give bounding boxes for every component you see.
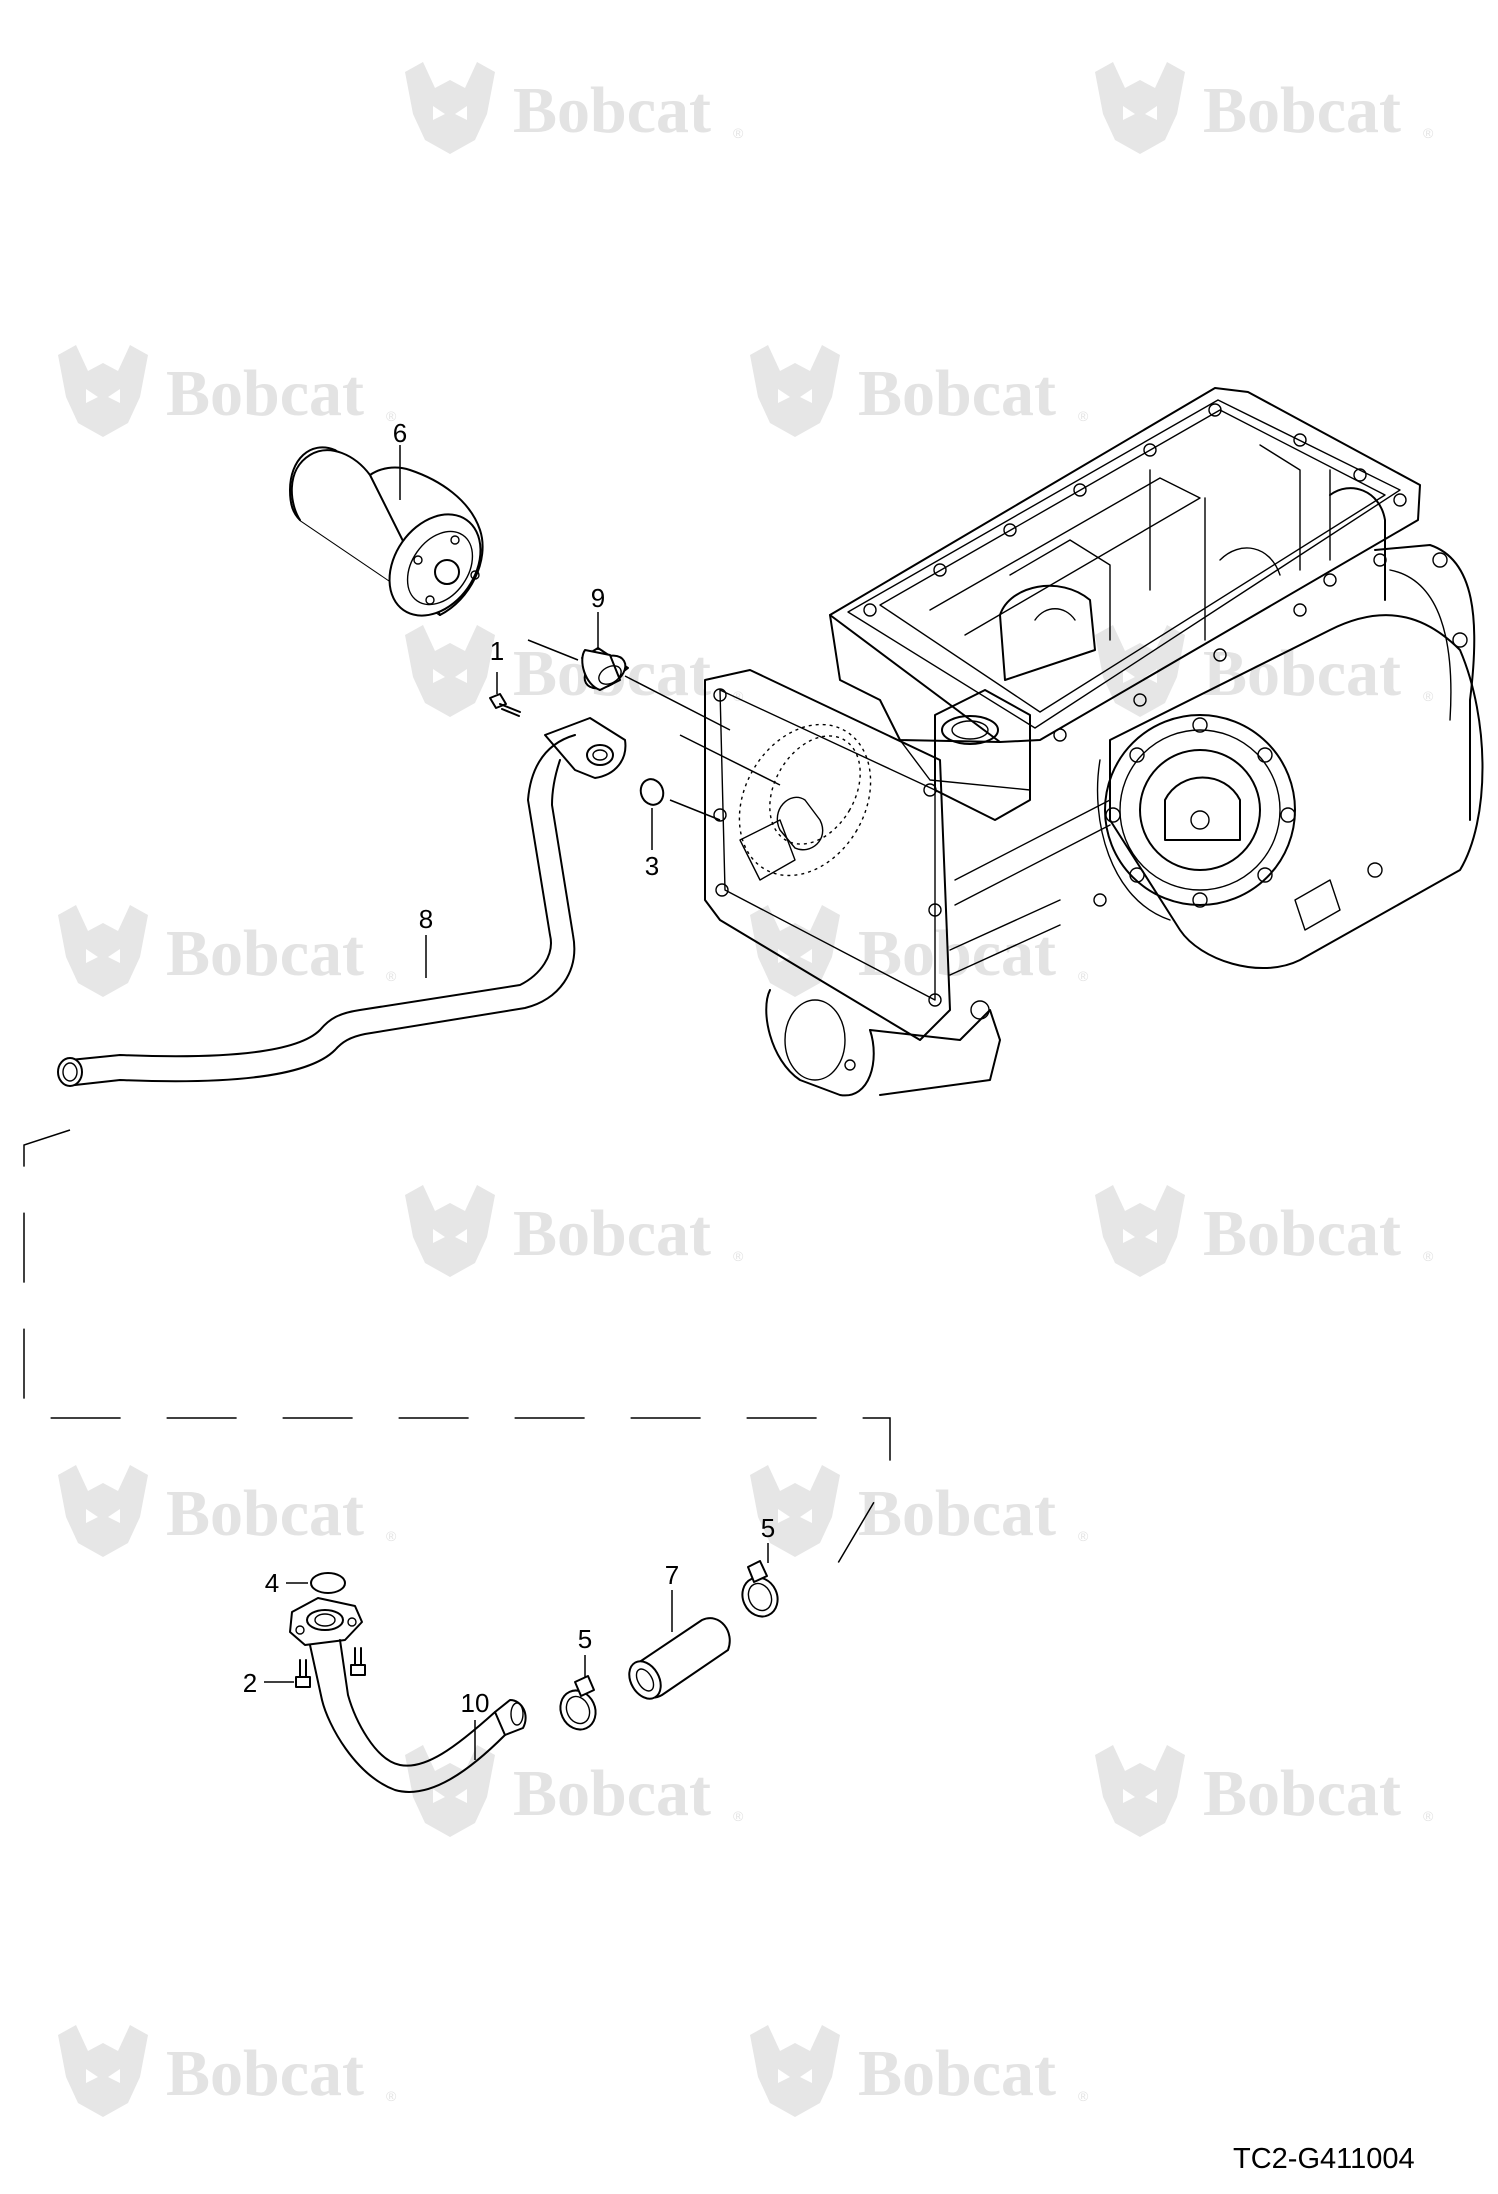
callout-labels: 6 9 1 3 8 5 7 4 5 2 10: [243, 418, 775, 1718]
svg-text:®: ®: [1423, 1248, 1434, 1264]
callout-6: 6: [393, 418, 407, 448]
svg-text:®: ®: [1078, 408, 1089, 424]
suction-pipe-lower: [289, 1597, 527, 1793]
hex-bolt: [489, 693, 521, 717]
svg-text:Bobcat: Bobcat: [1203, 637, 1401, 710]
callout-2: 2: [243, 1668, 257, 1698]
svg-text:®: ®: [733, 1248, 744, 1264]
bobcat-watermark: Bobcat ®: [1095, 1745, 1434, 1837]
svg-text:®: ®: [1423, 688, 1434, 704]
svg-text:®: ®: [1423, 125, 1434, 141]
bobcat-watermark: Bobcat ®: [1095, 62, 1434, 154]
svg-text:®: ®: [733, 1808, 744, 1824]
svg-text:Bobcat: Bobcat: [1203, 74, 1401, 147]
bobcat-watermark-layer: Bobcat® Bobcat® Bobcat® Bobcat® Bobcat® …: [58, 62, 1434, 2117]
leader-lines: [264, 445, 781, 1760]
svg-text:®: ®: [386, 1528, 397, 1544]
svg-text:®: ®: [733, 688, 744, 704]
svg-text:®: ®: [386, 2088, 397, 2104]
bobcat-watermark: Bobcat ®: [405, 62, 744, 154]
transmission-case-housing: [704, 387, 1484, 1097]
bobcat-watermark: Bobcat ®: [58, 345, 397, 437]
svg-text:Bobcat: Bobcat: [166, 1477, 364, 1550]
bobcat-watermark: Bobcat ®: [750, 2025, 1089, 2117]
callout-5-upper: 5: [761, 1513, 775, 1543]
svg-text:Bobcat: Bobcat: [166, 2037, 364, 2110]
pipe-connection-dashed-line: [23, 1129, 891, 1564]
callout-8: 8: [419, 904, 433, 934]
svg-text:®: ®: [733, 125, 744, 141]
bobcat-watermark: Bobcat ®: [1095, 1185, 1434, 1277]
svg-text:Bobcat: Bobcat: [858, 357, 1056, 430]
svg-text:Bobcat: Bobcat: [858, 1477, 1056, 1550]
svg-text:Bobcat: Bobcat: [513, 1757, 711, 1830]
oil-filter-cartridge: [289, 446, 484, 617]
svg-text:Bobcat: Bobcat: [858, 917, 1056, 990]
svg-text:®: ®: [1423, 1808, 1434, 1824]
svg-text:®: ®: [386, 968, 397, 984]
callout-4: 4: [265, 1568, 279, 1598]
callout-5-lower: 5: [578, 1624, 592, 1654]
callout-10: 10: [461, 1688, 490, 1718]
callout-7: 7: [665, 1560, 679, 1590]
svg-text:Bobcat: Bobcat: [513, 74, 711, 147]
svg-text:®: ®: [1078, 968, 1089, 984]
bobcat-watermark: Bobcat ®: [58, 1465, 397, 1557]
bobcat-watermark: Bobcat ®: [1095, 625, 1434, 717]
hose-clamp-upper: [741, 1560, 779, 1618]
bobcat-watermark: Bobcat ®: [58, 2025, 397, 2117]
rubber-hose: [628, 1617, 731, 1700]
bobcat-watermark: Bobcat ®: [750, 345, 1089, 437]
bobcat-watermark: Bobcat ®: [405, 1745, 744, 1837]
svg-text:Bobcat: Bobcat: [1203, 1757, 1401, 1830]
bobcat-watermark: Bobcat ®: [405, 1185, 744, 1277]
svg-text:Bobcat: Bobcat: [166, 357, 364, 430]
hose-clamp-lower: [559, 1675, 597, 1731]
bobcat-watermark: Bobcat ®: [750, 905, 1089, 997]
svg-text:Bobcat: Bobcat: [858, 2037, 1056, 2110]
svg-text:®: ®: [386, 408, 397, 424]
o-ring-lower: [310, 1572, 346, 1594]
svg-text:®: ®: [1078, 2088, 1089, 2104]
callout-9: 9: [591, 583, 605, 613]
figure-id: TC2-G411004: [1233, 2143, 1415, 2175]
adapter-fitting: [581, 647, 629, 691]
callout-1: 1: [490, 636, 504, 666]
svg-text:®: ®: [1078, 1528, 1089, 1544]
svg-text:Bobcat: Bobcat: [1203, 1197, 1401, 1270]
bobcat-watermark: Bobcat ®: [750, 1465, 1089, 1557]
callout-3: 3: [645, 851, 659, 881]
svg-text:Bobcat: Bobcat: [166, 917, 364, 990]
flange-bolts: [295, 1647, 366, 1688]
suction-pipe-upper: [57, 717, 627, 1087]
bobcat-watermark: Bobcat®: [405, 625, 744, 717]
svg-text:Bobcat: Bobcat: [513, 1197, 711, 1270]
bobcat-watermark: Bobcat ®: [58, 905, 397, 997]
o-ring-upper: [639, 778, 665, 806]
